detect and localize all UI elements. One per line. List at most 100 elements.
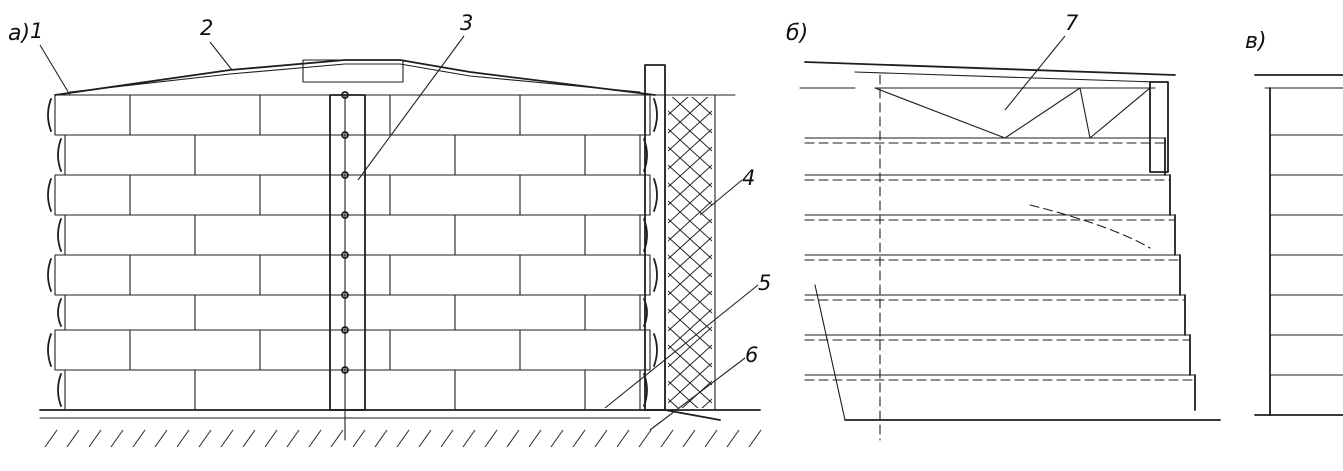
hatch-stroke xyxy=(132,429,146,448)
panel-a: а) 1 2 3 4 5 6 xyxy=(8,11,771,448)
wall-panel-course xyxy=(54,254,651,296)
roof-slab xyxy=(54,59,656,96)
panel-v-label: в) xyxy=(1245,29,1267,54)
panel-bracket-left xyxy=(57,373,62,407)
wall-panel-course xyxy=(64,294,641,331)
cross-hatch-stroke xyxy=(668,344,712,386)
leader-5 xyxy=(604,284,759,409)
panel-v: в) xyxy=(1245,29,1343,416)
wall-panel-courses xyxy=(47,91,658,411)
cross-hatch-stroke xyxy=(668,362,712,404)
hatch-stroke xyxy=(352,429,366,448)
roof-inner xyxy=(69,63,641,93)
curve-b xyxy=(1029,204,1151,249)
leader-6 xyxy=(649,357,746,431)
wall-panel-course xyxy=(64,369,641,411)
hatch-stroke xyxy=(484,429,498,448)
end-wall-cross-hatch xyxy=(668,97,712,408)
hatch-stroke xyxy=(220,429,234,448)
hatch-stroke xyxy=(572,429,586,448)
roof-vent xyxy=(302,59,404,83)
hatch-stroke xyxy=(682,429,696,448)
truss-top-chord xyxy=(854,71,1156,83)
cross-hatch-stroke xyxy=(668,97,669,98)
cross-hatch-stroke xyxy=(668,200,712,242)
cross-hatch-stroke xyxy=(668,326,712,368)
hatch-stroke xyxy=(748,429,762,448)
callout-2: 2 xyxy=(200,16,213,40)
hatch-stroke xyxy=(704,429,718,448)
cross-hatch-stroke xyxy=(668,164,712,206)
leader-3 xyxy=(357,35,465,181)
panel-bracket-left xyxy=(57,218,62,252)
hatch-stroke xyxy=(374,429,388,448)
panel-a-label: а) xyxy=(8,21,30,46)
cross-hatch-stroke xyxy=(668,128,712,170)
roof-b xyxy=(804,61,1176,76)
hatch-stroke xyxy=(198,429,212,448)
cross-hatch-stroke xyxy=(668,146,712,188)
panel-bracket-left xyxy=(47,258,52,292)
wall-panel-course xyxy=(54,94,651,136)
cross-hatch-stroke xyxy=(668,272,712,314)
hatch-stroke xyxy=(330,429,344,448)
end-wall-frame xyxy=(664,94,716,411)
panel-bracket-left xyxy=(47,333,52,367)
wall-panel-course xyxy=(64,214,641,256)
cross-hatch-stroke xyxy=(668,97,689,116)
callout-7: 7 xyxy=(1065,11,1079,35)
cross-hatch-stroke xyxy=(668,236,712,278)
hatch-stroke xyxy=(660,429,674,448)
leader-4 xyxy=(699,179,743,216)
wall-panel-course xyxy=(54,329,651,371)
wall-panel-courses-v xyxy=(1269,134,1343,376)
panel-bracket-left xyxy=(47,98,52,132)
cross-hatch-stroke xyxy=(668,182,712,224)
hatch-stroke xyxy=(66,429,80,448)
hatch-stroke xyxy=(418,429,432,448)
hatch-stroke xyxy=(462,429,476,448)
central-column xyxy=(329,94,366,411)
cross-hatch-stroke xyxy=(701,398,712,408)
cross-hatch-stroke xyxy=(691,97,712,116)
leader-2 xyxy=(209,41,233,71)
panel-b: б) 7 xyxy=(786,11,1221,441)
hatch-stroke xyxy=(506,429,520,448)
hatch-stroke xyxy=(308,429,322,448)
wall-panel-course xyxy=(64,134,641,176)
end-column xyxy=(644,64,666,411)
cross-hatch-stroke xyxy=(668,110,712,152)
wall-panel-courses-b xyxy=(804,137,1196,411)
panel-b-label: б) xyxy=(786,21,808,46)
panel-bracket-left xyxy=(47,178,52,212)
cross-hatch-stroke xyxy=(711,97,712,98)
panel-bracket-right xyxy=(653,98,658,132)
hatch-stroke xyxy=(440,429,454,448)
hatch-stroke xyxy=(110,429,124,448)
hatch-stroke xyxy=(550,429,564,448)
cross-hatch-stroke xyxy=(668,218,712,260)
hatch-stroke xyxy=(154,429,168,448)
leader-7 xyxy=(1004,35,1066,111)
cross-hatch-stroke xyxy=(681,380,712,408)
cross-hatch-stroke xyxy=(668,254,712,296)
left-edge-b xyxy=(814,284,846,421)
hatch-stroke xyxy=(528,429,542,448)
hatch-stroke xyxy=(88,429,102,448)
hatch-stroke xyxy=(594,429,608,448)
panel-bracket-left xyxy=(57,298,62,327)
footing xyxy=(664,409,721,421)
hatch-stroke xyxy=(726,429,740,448)
callout-1: 1 xyxy=(30,19,43,43)
callout-5: 5 xyxy=(758,271,771,295)
wall-panel-course xyxy=(54,174,651,216)
hatch-stroke xyxy=(638,429,652,448)
hatch-stroke xyxy=(286,429,300,448)
callout-3: 3 xyxy=(460,11,473,35)
cross-hatch-stroke xyxy=(668,308,712,350)
ground-hatch-a xyxy=(44,429,762,448)
hatch-stroke xyxy=(264,429,278,448)
panel-bracket-right xyxy=(653,333,658,367)
cross-hatch-stroke xyxy=(668,398,679,408)
